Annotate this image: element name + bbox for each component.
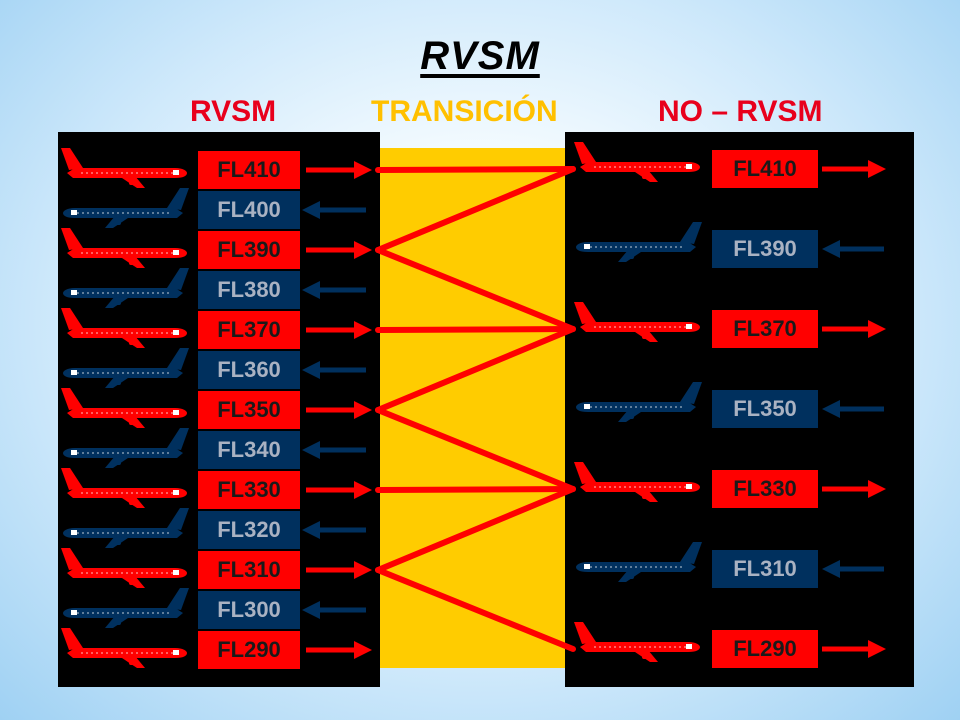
rvsm-level-fl300: FL300 — [198, 591, 300, 629]
non-rvsm-level-fl290: FL290 — [712, 630, 818, 668]
rvsm-aircraft-fl370-icon — [61, 308, 187, 348]
rvsm-arrow-fl400-icon — [302, 201, 366, 219]
rvsm-level-fl370: FL370 — [198, 311, 300, 349]
rvsm-arrow-fl310-icon — [306, 561, 372, 579]
rvsm-arrow-fl380-icon — [302, 281, 366, 299]
rvsm-arrow-fl340-icon — [302, 441, 366, 459]
rvsm-level-fl290: FL290 — [198, 631, 300, 669]
rvsm-arrow-fl350-icon — [306, 401, 372, 419]
non-rvsm-level-fl390: FL390 — [712, 230, 818, 268]
non-rvsm-level-fl410: FL410 — [712, 150, 818, 188]
rvsm-level-fl320: FL320 — [198, 511, 300, 549]
transition-link-2 — [375, 247, 576, 332]
non-rvsm-level-fl370: FL370 — [712, 310, 818, 348]
rvsm-arrow-fl410-icon — [306, 161, 372, 179]
rvsm-arrow-fl390-icon — [306, 241, 372, 259]
non-rvsm-level-fl330: FL330 — [712, 470, 818, 508]
rvsm-level-fl340: FL340 — [198, 431, 300, 469]
rvsm-level-fl400: FL400 — [198, 191, 300, 229]
non-rvsm-arrow-fl390-icon — [822, 240, 884, 258]
rvsm-aircraft-fl320-icon — [63, 508, 189, 548]
rvsm-aircraft-fl400-icon — [63, 188, 189, 228]
non-rvsm-level-fl310: FL310 — [712, 550, 818, 588]
rvsm-level-fl380: FL380 — [198, 271, 300, 309]
rvsm-header: RVSM — [190, 95, 277, 128]
non-rvsm-aircraft-fl410-icon — [574, 142, 700, 182]
transition-link-6 — [375, 486, 576, 493]
rvsm-aircraft-fl310-icon — [61, 548, 187, 588]
transition-link-5 — [375, 407, 576, 492]
rvsm-arrow-fl290-icon — [306, 641, 372, 659]
rvsm-level-fl390: FL390 — [198, 231, 300, 269]
rvsm-aircraft-fl380-icon — [63, 268, 189, 308]
non-rvsm-header: NO – RVSM — [658, 95, 823, 128]
non-rvsm-aircraft-fl290-icon — [574, 622, 700, 662]
rvsm-aircraft-fl350-icon — [61, 388, 187, 428]
rvsm-aircraft-fl290-icon — [61, 628, 187, 668]
non-rvsm-aircraft-fl330-icon — [574, 462, 700, 502]
non-rvsm-arrow-fl310-icon — [822, 560, 884, 578]
rvsm-level-fl410: FL410 — [198, 151, 300, 189]
non-rvsm-arrow-fl350-icon — [822, 400, 884, 418]
rvsm-aircraft-fl300-icon — [63, 588, 189, 628]
non-rvsm-aircraft-fl390-icon — [576, 222, 702, 262]
non-rvsm-arrow-fl290-icon — [822, 640, 886, 658]
rvsm-aircraft-fl410-icon — [61, 148, 187, 188]
transition-link-4 — [375, 326, 576, 413]
non-rvsm-arrow-fl330-icon — [822, 480, 886, 498]
rvsm-arrow-fl360-icon — [302, 361, 366, 379]
transition-link-8 — [375, 567, 576, 652]
rvsm-level-fl330: FL330 — [198, 471, 300, 509]
rvsm-aircraft-fl360-icon — [63, 348, 189, 388]
non-rvsm-aircraft-fl370-icon — [574, 302, 700, 342]
page-title: RVSM — [420, 34, 540, 78]
non-rvsm-aircraft-fl310-icon — [576, 542, 702, 582]
transition-link-3 — [375, 326, 576, 333]
rvsm-aircraft-fl390-icon — [61, 228, 187, 268]
rvsm-arrow-fl330-icon — [306, 481, 372, 499]
rvsm-aircraft-fl330-icon — [61, 468, 187, 508]
non-rvsm-arrow-fl370-icon — [822, 320, 886, 338]
rvsm-level-fl350: FL350 — [198, 391, 300, 429]
transition-link-0 — [375, 166, 576, 173]
transition-link-1 — [375, 166, 576, 253]
non-rvsm-arrow-fl410-icon — [822, 160, 886, 178]
rvsm-aircraft-fl340-icon — [63, 428, 189, 468]
rvsm-arrow-fl370-icon — [306, 321, 372, 339]
non-rvsm-level-fl350: FL350 — [712, 390, 818, 428]
rvsm-arrow-fl320-icon — [302, 521, 366, 539]
rvsm-level-fl360: FL360 — [198, 351, 300, 389]
transition-link-7 — [375, 486, 576, 573]
rvsm-arrow-fl300-icon — [302, 601, 366, 619]
transition-header: TRANSICIÓN — [371, 95, 558, 128]
non-rvsm-aircraft-fl350-icon — [576, 382, 702, 422]
rvsm-level-fl310: FL310 — [198, 551, 300, 589]
